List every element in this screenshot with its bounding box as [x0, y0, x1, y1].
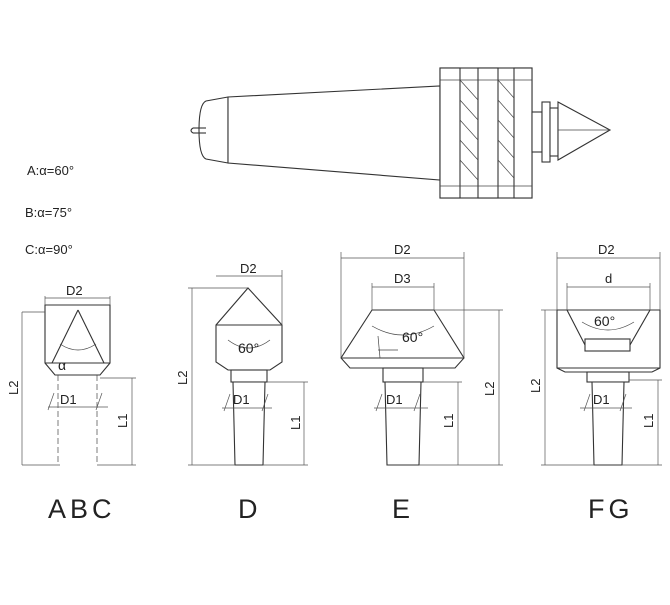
angle-b-label: B:α=75° [25, 205, 72, 220]
variant-e-label: E [392, 494, 414, 524]
d-l1-label: L1 [288, 416, 303, 430]
d-l2-label: L2 [175, 371, 190, 385]
e-d2-label: D2 [394, 242, 411, 257]
variant-abc-label: ABC [48, 494, 116, 524]
angle-c-label: C:α=90° [25, 242, 73, 257]
e-d3-label: D3 [394, 271, 411, 286]
fg-d-label: d [605, 271, 612, 286]
variant-fg-drawing [541, 252, 662, 466]
e-l2-label: L2 [482, 382, 497, 396]
variant-d-drawing [188, 270, 308, 466]
variant-e-drawing [340, 252, 503, 466]
d-d1-label: D1 [233, 392, 250, 407]
abc-l2-label: L2 [6, 381, 21, 395]
fg-d1-label: D1 [593, 392, 610, 407]
d-d2-label: D2 [240, 261, 257, 276]
fg-d2-label: D2 [598, 242, 615, 257]
e-l1-label: L1 [441, 414, 456, 428]
fg-l2-label: L2 [528, 379, 543, 393]
abc-d2-label: D2 [66, 283, 83, 298]
abc-alpha-label: α [58, 357, 66, 373]
live-center-assembly [190, 67, 612, 199]
variant-abc-drawing [21, 296, 136, 466]
angle-a-label: A:α=60° [27, 163, 74, 178]
fg-l1-label: L1 [641, 414, 656, 428]
e-angle-label: 60° [402, 329, 423, 345]
abc-d1-label: D1 [60, 392, 77, 407]
d-angle-label: 60° [238, 340, 259, 356]
abc-l1-label: L1 [115, 414, 130, 428]
variant-d-label: D [238, 494, 262, 524]
fg-angle-label: 60° [594, 313, 615, 329]
variant-fg-label: FG [588, 494, 634, 524]
e-d1-label: D1 [386, 392, 403, 407]
